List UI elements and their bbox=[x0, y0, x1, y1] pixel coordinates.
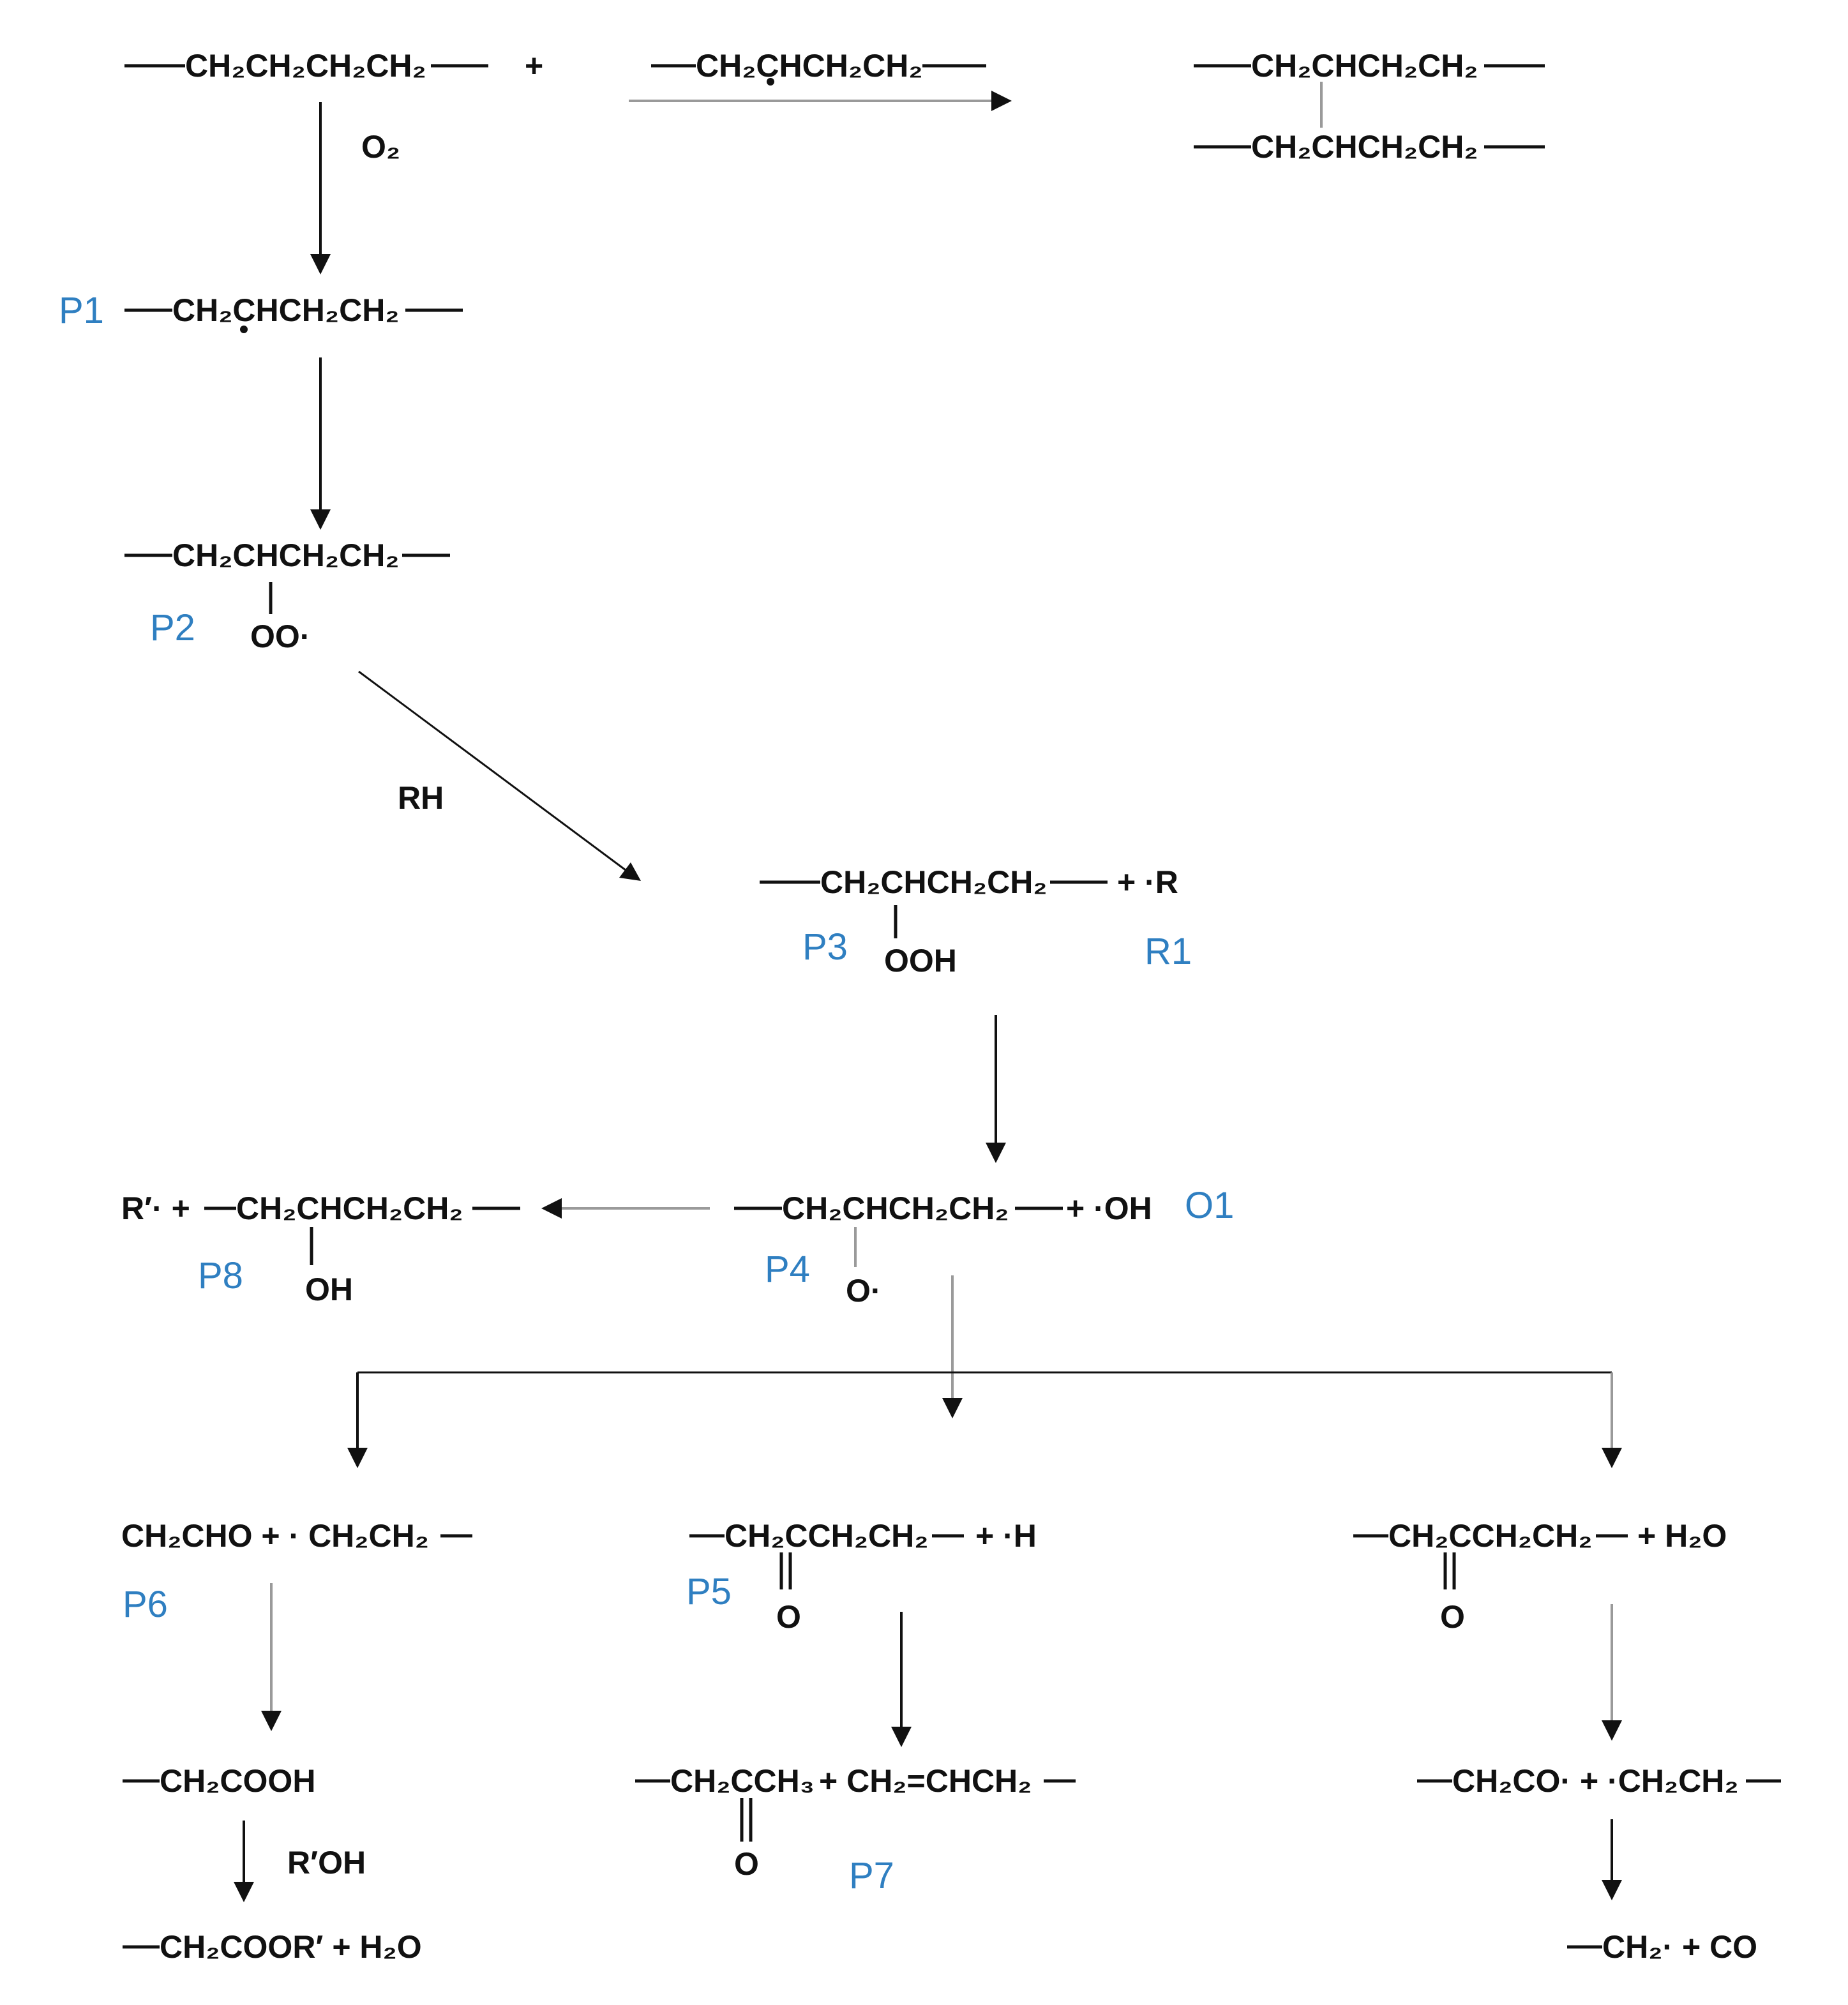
p8-prefix: R′· + bbox=[121, 1190, 190, 1226]
p5-plus-h: + ·H bbox=[975, 1518, 1037, 1554]
p4-formula: CH₂CHCH₂CH₂ bbox=[782, 1190, 1009, 1226]
reaction-arrows bbox=[234, 91, 1622, 1902]
arrow-acyl-to-final bbox=[1602, 1819, 1622, 1900]
bond-lines bbox=[123, 64, 1781, 1949]
p7-carbonyl-oxygen: O bbox=[734, 1846, 759, 1882]
arrow-ketone-to-acyl bbox=[1602, 1604, 1622, 1741]
p1-formula: CH₂CHCH₂CH₂ bbox=[172, 292, 400, 328]
crosslink-bottom-formula: CH₂CHCH₂CH₂ bbox=[1251, 129, 1478, 165]
crosslink-top-formula: CH₂CHCH₂CH₂ bbox=[1251, 48, 1478, 84]
radical-chain-formula: CH₂CHCH₂CH₂ bbox=[696, 48, 923, 84]
p3-formula: CH₂CHCH₂CH₂ bbox=[820, 864, 1048, 900]
arrow-p3-to-p4 bbox=[986, 1015, 1006, 1163]
p5-carbonyl-oxygen: O bbox=[776, 1599, 801, 1635]
label-p3: P3 bbox=[802, 926, 848, 968]
roh-reagent: R′OH bbox=[287, 1845, 366, 1881]
p3-plus-r: + ·R bbox=[1117, 864, 1178, 900]
p8-hydroxyl-group: OH bbox=[305, 1272, 353, 1307]
plus-sign: + bbox=[525, 48, 544, 84]
label-p8: P8 bbox=[198, 1255, 243, 1296]
arrow-p5-to-p7 bbox=[891, 1612, 912, 1747]
p4-plus-oh: + ·OH bbox=[1066, 1190, 1152, 1226]
ester-formula: CH₂COOR′ + H₂O bbox=[160, 1929, 422, 1965]
label-p7: P7 bbox=[849, 1855, 894, 1896]
p7-ketone-formula: CH₂CCH₃ bbox=[670, 1763, 815, 1799]
label-p1: P1 bbox=[59, 290, 104, 331]
arrow-o2-to-p1 bbox=[310, 102, 331, 274]
label-o1: O1 bbox=[1185, 1185, 1235, 1226]
p4-alkoxy-group: O· bbox=[846, 1273, 882, 1309]
p2-peroxy-group: OO· bbox=[250, 619, 311, 654]
final-formula: CH₂· + CO bbox=[1602, 1929, 1758, 1965]
arrow-p6-to-acid bbox=[261, 1583, 282, 1731]
label-p6: P6 bbox=[123, 1584, 168, 1625]
label-r1: R1 bbox=[1145, 931, 1192, 972]
right-plus-water: + H₂O bbox=[1637, 1518, 1727, 1554]
arrow-p4-to-p8 bbox=[541, 1198, 710, 1219]
acid-formula: CH₂COOH bbox=[160, 1763, 316, 1799]
rh-reagent: RH bbox=[398, 780, 444, 816]
arrow-p2-to-p3 bbox=[358, 670, 641, 881]
right-carbonyl-oxygen: O bbox=[1440, 1599, 1465, 1635]
arrow-start-to-crosslink bbox=[629, 91, 1012, 111]
label-p4: P4 bbox=[765, 1249, 810, 1290]
p5-formula: CH₂CCH₂CH₂ bbox=[725, 1518, 929, 1554]
start-chain-formula: CH₂CH₂CH₂CH₂ bbox=[185, 48, 426, 84]
p7-alkene-formula: + CH₂=CHCH₂ bbox=[819, 1763, 1032, 1799]
oxygen-reagent: O₂ bbox=[361, 129, 401, 165]
p6-formula: CH₂CHO + · CH₂CH₂ bbox=[121, 1518, 429, 1554]
arrow-acid-to-ester bbox=[234, 1821, 254, 1902]
p8-formula: CH₂CHCH₂CH₂ bbox=[236, 1190, 463, 1226]
radical-dots bbox=[240, 78, 774, 333]
p3-hydroperoxide-group: OOH bbox=[884, 943, 957, 979]
p2-formula: CH₂CHCH₂CH₂ bbox=[172, 537, 400, 573]
label-p5: P5 bbox=[686, 1571, 732, 1612]
label-p2: P2 bbox=[150, 607, 195, 649]
right-ketone-formula: CH₂CCH₂CH₂ bbox=[1388, 1518, 1593, 1554]
arrow-p1-to-p2 bbox=[310, 357, 331, 530]
acyl-split-formula: CH₂CO· + ·CH₂CH₂ bbox=[1452, 1763, 1739, 1799]
arrow-p4-branch bbox=[347, 1275, 1622, 1468]
